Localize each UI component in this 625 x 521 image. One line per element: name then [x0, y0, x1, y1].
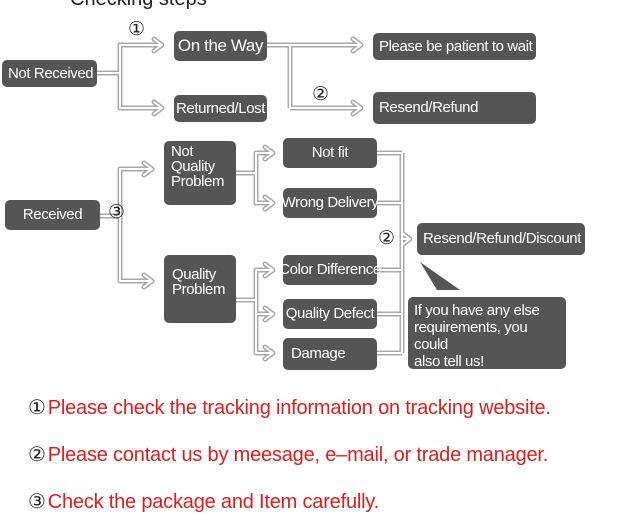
color-difference-box: Color Difference — [279, 255, 381, 285]
not-received-box: Not Received — [2, 60, 97, 87]
speech-bubble-tail — [420, 262, 460, 290]
not-quality-problem-box: Not Quality Problem — [164, 141, 236, 205]
else-requirements-box: If you have any else requirements, you c… — [408, 297, 566, 370]
quality-defect-box: Quality Defect — [283, 299, 377, 329]
note-3-mark: ③ — [28, 489, 46, 513]
step-mark-1: ① — [128, 18, 146, 40]
step-mark-3: ③ — [108, 201, 126, 223]
wrong-delivery-box: Wrong Delivery — [282, 188, 379, 218]
flow-connectors — [97, 36, 413, 362]
step-mark-2-top: ② — [312, 83, 330, 105]
quality-problem-box: Quality Problem — [164, 255, 236, 323]
note-2-text: Please contact us by meesage, e–mail, or… — [47, 444, 549, 466]
note-1-mark: ① — [28, 395, 46, 419]
on-the-way-box: On the Way — [174, 31, 267, 61]
received-box: Received — [5, 200, 100, 230]
resend-refund-discount-box: Resend/Refund/Discount — [417, 223, 585, 255]
returned-lost-box: Returned/Lost — [174, 95, 267, 122]
patient-box: Please be patient to wait — [373, 33, 536, 60]
note-1-text: Please check the tracking information on… — [47, 397, 551, 419]
note-3-text: Check the package and Item carefully. — [47, 491, 380, 513]
step-mark-2-mid: ② — [378, 227, 396, 249]
not-fit-box: Not fit — [283, 138, 377, 168]
resend-refund-box: Resend/Refund — [373, 92, 536, 124]
header-fragment: Checking steps — [70, 0, 207, 11]
damage-box: Damage — [283, 338, 377, 370]
note-2-mark: ② — [28, 442, 46, 466]
